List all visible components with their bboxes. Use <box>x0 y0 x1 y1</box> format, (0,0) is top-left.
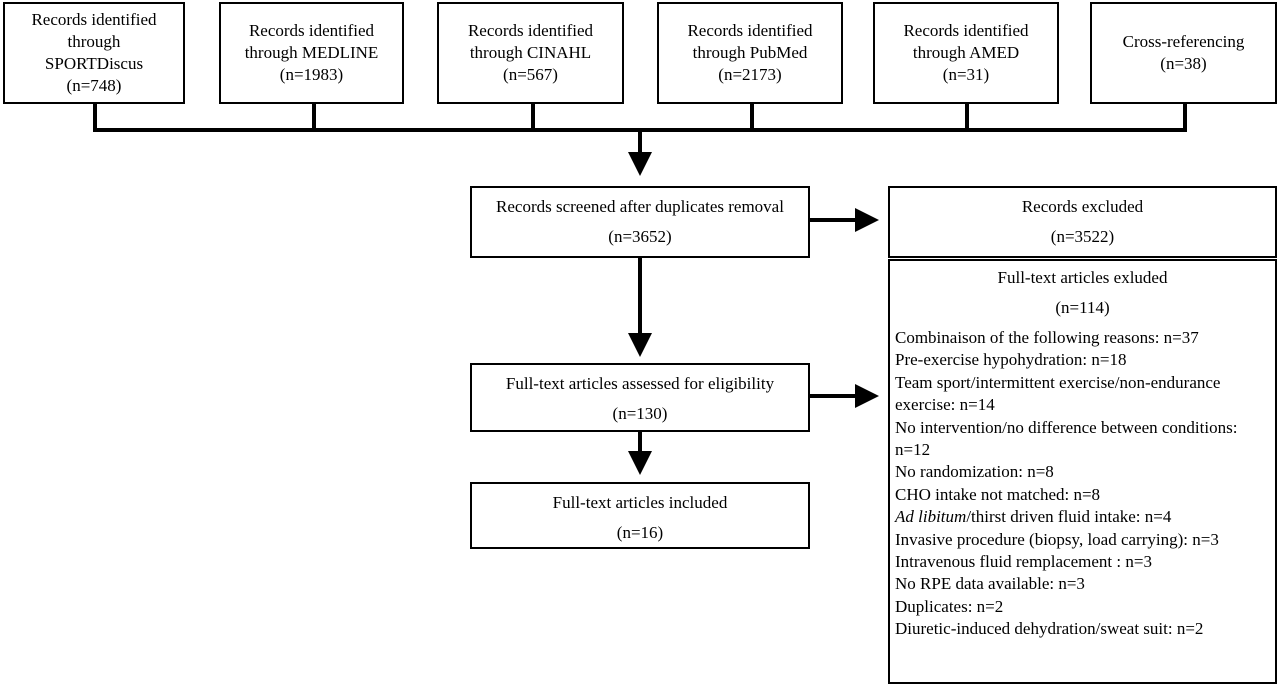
exclusion-reason: No intervention/no difference between co… <box>895 417 1238 460</box>
source-count: (n=38) <box>1160 54 1207 73</box>
fulltext-excluded-count: (n=114) <box>1055 298 1110 317</box>
screened-count: (n=3652) <box>608 227 672 246</box>
source-label-line: Records identified <box>467 21 594 40</box>
screened-box: Records screened after duplicates remova… <box>470 186 810 258</box>
exclusion-reason: Combinaison of the following reasons: n=… <box>895 328 1199 347</box>
source-label-line: Records identified <box>248 21 375 40</box>
assessed-box: Full-text articles assessed for eligibil… <box>470 363 810 432</box>
assessed-count: (n=130) <box>612 404 668 423</box>
exclusion-reason: Pre-exercise hypohydration: n=18 <box>895 350 1127 370</box>
records-excluded-label: Records excluded <box>1021 197 1144 216</box>
screened-label: Records screened after duplicates remova… <box>496 197 784 216</box>
fulltext-excluded-box: Full-text articles exluded (n=114) Combi… <box>888 259 1277 684</box>
exclusion-reason-rest: /thirst driven fluid intake: n=4 <box>966 507 1172 527</box>
source-label-line: through PubMed <box>692 43 808 62</box>
source-box-amed: Records identified through AMED (n=31) <box>873 2 1059 104</box>
source-count: (n=2173) <box>718 65 782 84</box>
source-label-line: SPORTDiscus <box>44 54 144 73</box>
records-excluded-box: Records excluded (n=3522) <box>888 186 1277 258</box>
source-count: (n=748) <box>66 76 122 95</box>
source-label-line: through MEDLINE <box>244 43 379 62</box>
source-label-line: Records identified <box>687 21 813 40</box>
exclusion-reason: No RPE data available: n=3 <box>895 574 1085 594</box>
exclusion-reason: Duplicates: n=2 <box>895 596 1004 616</box>
source-label-line: through AMED <box>912 43 1020 62</box>
source-box-cinahl: Records identified through CINAHL (n=567… <box>437 2 624 104</box>
source-count: (n=567) <box>503 65 558 84</box>
source-count: (n=31) <box>942 65 990 84</box>
assessed-label: Full-text articles assessed for eligibil… <box>505 374 775 393</box>
source-label-line: Records identified <box>903 21 1029 40</box>
exclusion-reason: Team sport/intermittent exercise/non-end… <box>895 372 1221 415</box>
exclusion-reason: Intravenous fluid remplacement : n=3 <box>895 552 1152 572</box>
source-label-line: through <box>67 32 121 51</box>
fulltext-excluded-label: Full-text articles exluded <box>997 268 1168 287</box>
exclusion-reason: Ad libitum/thirst driven fluid intake: n… <box>895 506 1275 528</box>
source-count: (n=1983) <box>279 65 344 84</box>
included-count: (n=16) <box>616 523 664 542</box>
included-box: Full-text articles included (n=16) <box>470 482 810 549</box>
source-label-line: through CINAHL <box>469 43 592 62</box>
exclusion-reason-italic: Ad libitum <box>895 507 967 527</box>
source-box-sportdiscus: Records identified through SPORTDiscus (… <box>3 2 185 104</box>
source-label-line: Records identified <box>31 10 157 29</box>
source-label-line: Cross-referencing <box>1122 32 1245 51</box>
records-excluded-count: (n=3522) <box>1050 227 1115 246</box>
included-label: Full-text articles included <box>552 493 728 512</box>
source-box-medline: Records identified through MEDLINE (n=19… <box>219 2 404 104</box>
exclusion-reason: CHO intake not matched: n=8 <box>895 484 1101 504</box>
exclusion-reasons-list: Combinaison of the following reasons: n=… <box>890 327 1275 641</box>
source-box-pubmed: Records identified through PubMed (n=217… <box>657 2 843 104</box>
exclusion-reason: No randomization: n=8 <box>895 462 1054 482</box>
exclusion-reason: Diuretic-induced dehydration/sweat suit:… <box>895 619 1204 639</box>
exclusion-reason: Invasive procedure (biopsy, load carryin… <box>895 529 1219 549</box>
source-box-crossref: Cross-referencing (n=38) <box>1090 2 1277 104</box>
